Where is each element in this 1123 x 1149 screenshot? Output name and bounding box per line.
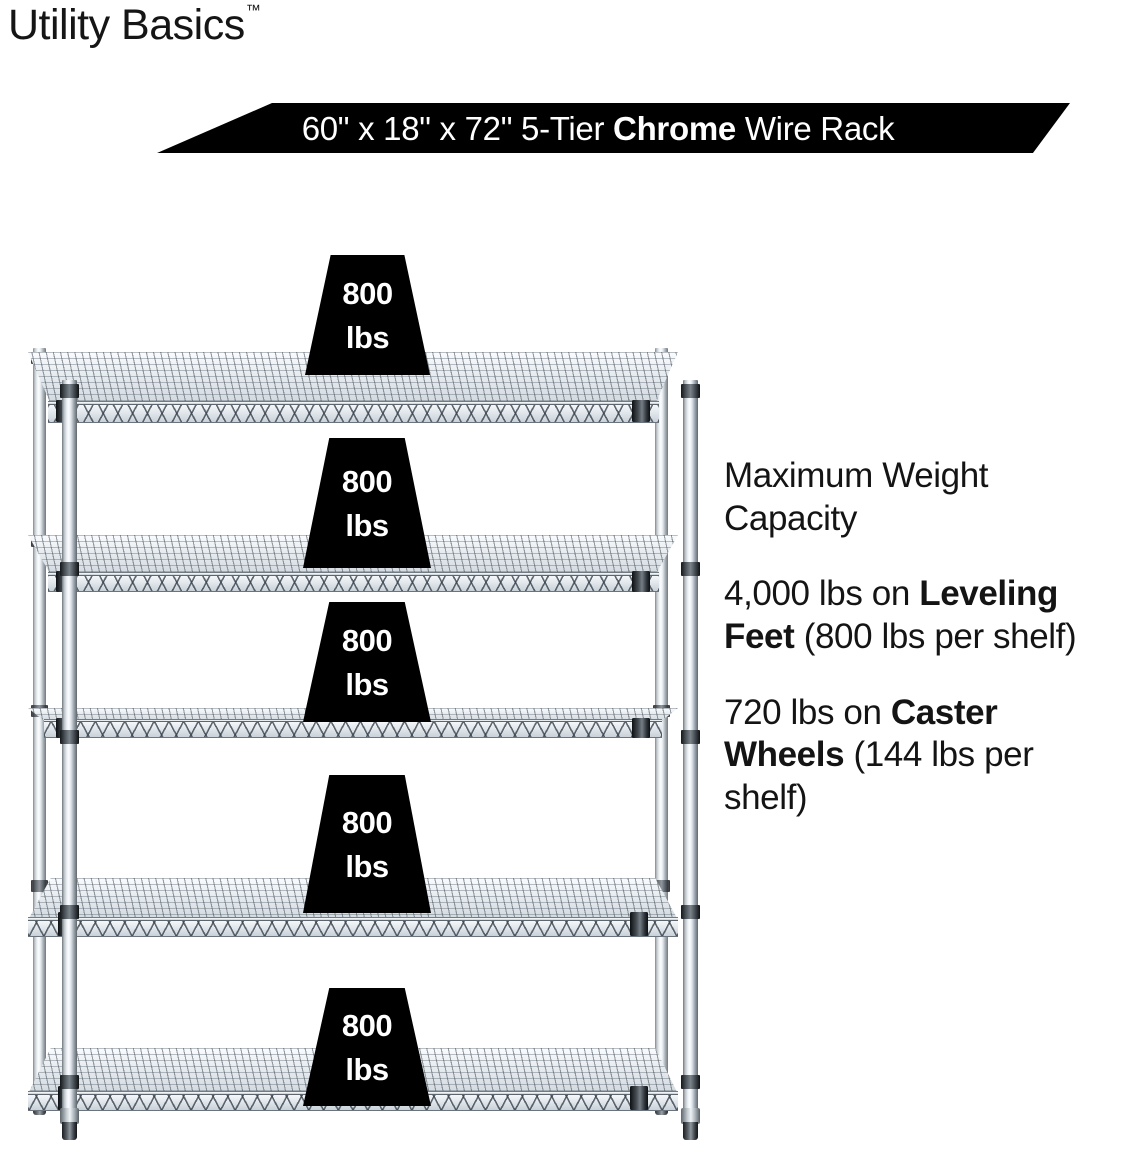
badge-value: 800 [341,463,393,499]
shelf-truss-band [28,920,678,937]
post-collar [681,730,700,744]
post-collar [60,562,79,576]
shelf-truss-band [44,721,662,738]
caster-wheels-suffix: (144 lbs per shelf) [724,735,1034,818]
badge-unit: lbs [345,319,390,355]
capacity-heading: Maximum Weight Capacity [724,456,989,538]
shelf-tier-4 [28,878,678,938]
shelf-capacity-badge-3: 800 lbs [303,602,431,722]
shelf-corner-sleeve [630,1086,648,1110]
rack-post-front-left [62,380,77,1132]
shelf-edge-wire [47,401,659,405]
caster-wheels-capacity: 720 lbs on Caster Wheels (144 lbs per sh… [724,692,1123,820]
leveling-feet-prefix: 4,000 lbs on [724,574,920,614]
shelf-capacity-badge-2: 800 lbs [303,438,431,568]
post-collar [60,1075,79,1089]
badge-unit: lbs [345,507,389,543]
badge-value: 800 [342,275,393,311]
product-title-banner: 60" x 18" x 72" 5-Tier Chrome Wire Rack [157,103,1070,153]
product-title-text: 60" x 18" x 72" 5-Tier Chrome Wire Rack [302,110,895,148]
trademark-symbol: ™ [245,1,261,19]
caster-wheels-prefix: 720 lbs on [724,692,891,732]
shelf-truss-band [47,404,659,423]
banner-product: Wire Rack [744,110,895,147]
shelf-corner-sleeve [632,718,650,738]
post-collar [60,730,79,744]
badge-value: 800 [341,622,393,658]
brand-logo: Utility Basics™ [8,1,261,49]
banner-dimensions: 60" x 18" x 72" [301,110,513,147]
shelf-corner-sleeve [630,912,648,936]
post-collar [60,384,79,398]
banner-material: Chrome [613,110,736,147]
leveling-feet-capacity: 4,000 lbs on Leveling Feet (800 lbs per … [724,573,1123,658]
leveling-feet-mount: Leveling Feet [724,574,1059,657]
post-collar [31,880,48,892]
leveling-foot-tip [683,1122,698,1140]
shelf-edge-wire [28,917,678,921]
badge-value: 800 [341,804,393,840]
badge-value: 800 [341,1007,393,1043]
shelf-tier-1 [28,352,678,424]
shelf-corner-sleeve [632,400,650,422]
shelf-edge-wire [47,572,659,576]
brand-name: Utility Basics [8,1,245,49]
badge-unit: lbs [345,666,389,702]
capacity-copy-block: Maximum Weight Capacity 4,000 lbs on Lev… [724,455,1123,820]
shelf-capacity-badge-4: 800 lbs [303,775,431,913]
leveling-feet-suffix: (800 lbs per shelf) [794,617,1077,657]
post-collar [681,905,700,919]
shelf-corner-sleeve [632,571,650,592]
rack-post-front-right [683,380,698,1132]
leveling-foot [681,1108,700,1124]
leveling-foot [60,1108,79,1124]
shelf-capacity-badge-5: 800 lbs [303,988,431,1106]
badge-unit: lbs [345,848,389,884]
caster-wheels-mount: Caster Wheels [724,692,998,775]
leveling-foot-tip [62,1122,77,1140]
post-collar [681,384,700,398]
post-collar [681,1075,700,1089]
banner-tier: 5-Tier [521,110,605,147]
post-collar [60,905,79,919]
wire-rack-illustration: 800 lbs 800 lbs 800 lbs 800 lbs 800 lbs [0,255,720,1149]
badge-unit: lbs [345,1051,389,1087]
post-collar [681,562,700,576]
shelf-capacity-badge-1: 800 lbs [305,255,430,375]
shelf-truss-band [47,575,659,592]
